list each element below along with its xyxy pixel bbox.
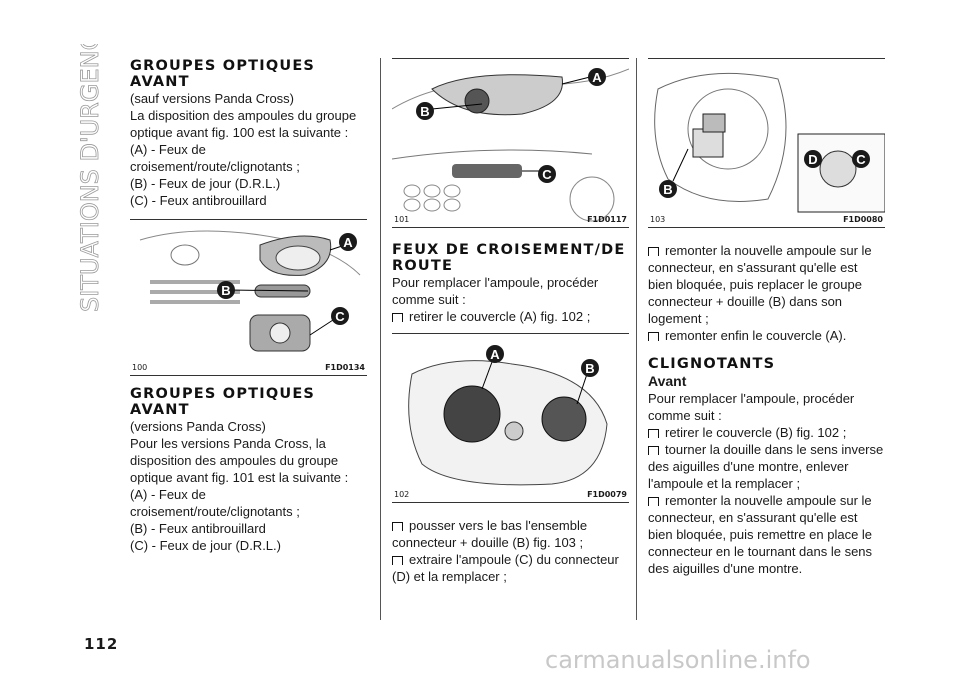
bullet-icon [648, 446, 659, 456]
heading-clignotants: CLIGNOTANTS [648, 356, 776, 372]
column-3: B D C 103 F1D0080 remonter la nouvelle a… [648, 58, 885, 577]
bullet-icon [648, 247, 659, 257]
paragraph: (B) - Feux de jour (D.R.L.) [130, 176, 281, 191]
paragraph: (A) - Feux de croisement/route/clignotan… [130, 142, 300, 174]
bullet-item: pousser vers le bas l'ensemble connecteu… [392, 518, 588, 550]
page-number: 112 [84, 635, 119, 653]
label-b: B [221, 283, 230, 298]
headlight-rear-illustration: A B [408, 345, 608, 486]
subheading-avant: Avant [648, 373, 687, 389]
label-c: C [542, 167, 552, 182]
figure-code: F1D0080 [843, 215, 883, 224]
headlight-cross-illustration: A B C [392, 68, 629, 222]
paragraph: Pour remplacer l'ampoule, procéder comme… [392, 275, 599, 307]
bullet-item: retirer le couvercle (A) fig. 102 ; [392, 308, 629, 325]
bullet-icon [648, 332, 659, 342]
heading-feux-croisement: FEUX DE CROISEMENT/DE ROUTE [392, 242, 626, 274]
paragraph: (C) - Feux antibrouillard [130, 193, 267, 208]
figure-101: A B C 101 F1D0117 [392, 58, 629, 228]
bullet-item: remonter la nouvelle ampoule sur le conn… [648, 243, 872, 326]
bulb-connector-illustration: B D C [654, 72, 885, 213]
heading-groupes-optiques-cross: GROUPES OPTIQUES AVANT [130, 386, 316, 418]
paragraph: (A) - Feux de croisement/route/clignotan… [130, 487, 300, 519]
figure-number: 101 [394, 215, 410, 224]
label-d: D [808, 152, 817, 167]
figure-code: F1D0134 [325, 363, 365, 372]
label-c: C [335, 309, 345, 324]
column-divider [380, 58, 381, 620]
bullet-item: extraire l'ampoule (C) du connecteur (D)… [392, 552, 619, 584]
figure-number: 103 [650, 215, 666, 224]
paragraph: Pour remplacer l'ampoule, procéder comme… [648, 391, 855, 423]
label-b: B [585, 361, 594, 376]
figure-code: F1D0117 [587, 215, 627, 224]
paragraph: (C) - Feux de jour (D.R.L.) [130, 538, 281, 553]
label-a: A [592, 70, 602, 85]
bullet-icon [648, 497, 659, 507]
label-b: B [420, 104, 429, 119]
column-2: A B C 101 F1D0117 FEUX DE CROISEMENT/DE … [392, 58, 629, 585]
figure-number: 102 [394, 490, 410, 499]
figure-number: 100 [132, 363, 148, 372]
bullet-item: tourner la douille dans le sens inverse … [648, 442, 884, 491]
section-side-title: SITUATIONS D'URGENCE [72, 18, 106, 314]
figure-100: A B C 100 F1D0134 [130, 219, 367, 376]
bullet-item: remonter enfin le couvercle (A). [648, 327, 885, 344]
bullet-icon [392, 522, 403, 532]
paragraph: (B) - Feux antibrouillard [130, 521, 266, 536]
paragraph: La disposition des ampoules du groupe op… [130, 108, 357, 140]
heading-groupes-optiques: GROUPES OPTIQUES AVANT [130, 58, 316, 90]
paragraph: (sauf versions Panda Cross) [130, 91, 295, 106]
label-a: A [343, 235, 353, 250]
bullet-icon [648, 429, 659, 439]
bullet-item: remonter la nouvelle ampoule sur le conn… [648, 493, 873, 576]
paragraph: Pour les versions Panda Cross, la dispos… [130, 436, 349, 485]
figure-103: B D C 103 F1D0080 [648, 58, 885, 228]
headlight-illustration: A B C [139, 230, 361, 352]
bullet-icon [392, 556, 403, 566]
label-a: A [490, 347, 500, 362]
figure-102: A B 102 F1D0079 [392, 333, 629, 503]
bullet-icon [392, 313, 403, 323]
column-divider [636, 58, 637, 620]
column-1: GROUPES OPTIQUES AVANT (sauf versions Pa… [130, 58, 367, 554]
label-c: C [856, 152, 866, 167]
paragraph: (versions Panda Cross) [130, 419, 266, 434]
watermark: carmanualsonline.info [545, 646, 811, 674]
bullet-item: retirer le couvercle (B) fig. 102 ; [648, 424, 885, 441]
side-title-text: SITUATIONS D'URGENCE [76, 44, 104, 312]
figure-code: F1D0079 [587, 490, 627, 499]
label-b: B [663, 182, 672, 197]
